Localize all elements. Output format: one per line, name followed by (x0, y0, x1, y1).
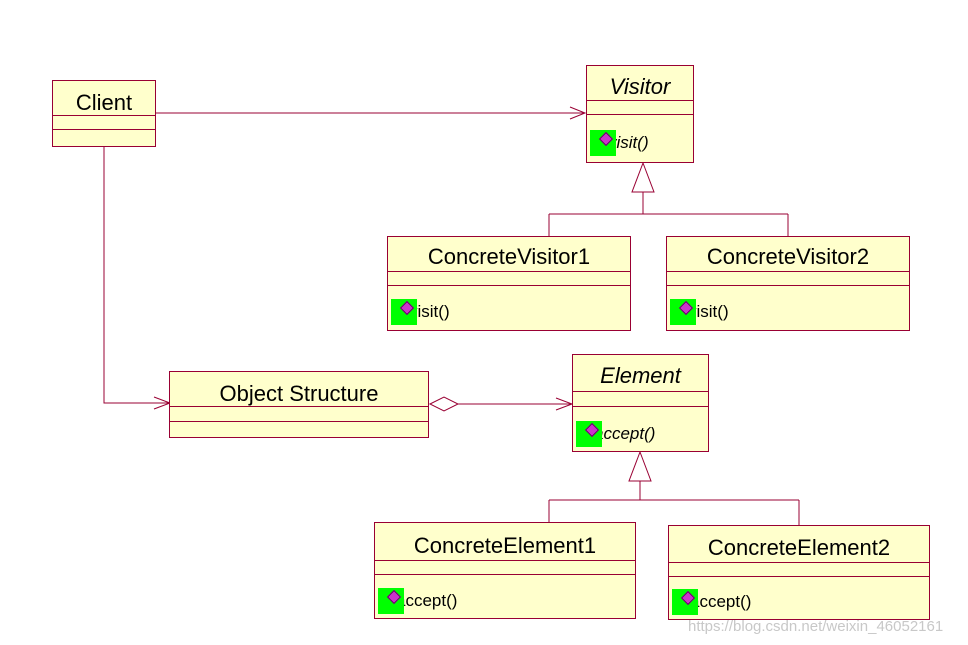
divider (667, 285, 909, 286)
concrete-visitor-2-class[interactable]: ConcreteVisitor2 visit() (666, 236, 910, 331)
divider (53, 129, 155, 130)
public-operation-icon (576, 421, 602, 447)
class-name: Element (600, 363, 681, 388)
client-class[interactable]: Client (52, 80, 156, 147)
concrete-element-1-class[interactable]: ConcreteElement1 accept() (374, 522, 636, 619)
public-operation-icon (672, 589, 698, 615)
operation-visit: visit() (670, 299, 729, 325)
divider (587, 114, 693, 115)
operation-label: visit() (608, 133, 649, 152)
operation-label: accept() (594, 424, 656, 443)
divider (669, 562, 929, 563)
divider (388, 271, 630, 272)
class-name: ConcreteVisitor1 (427, 244, 591, 269)
divider (53, 115, 155, 116)
operation-accept: accept() (378, 588, 457, 614)
operation-label: accept() (396, 591, 458, 610)
operation-label: accept() (690, 592, 752, 611)
generalization-triangle-visitor (631, 161, 655, 193)
public-operation-icon (391, 299, 417, 325)
divider (669, 576, 929, 577)
divider (170, 406, 428, 407)
public-operation-icon (590, 130, 616, 156)
operation-visit: visit() (590, 130, 649, 156)
association-arrowhead (569, 106, 587, 120)
watermark: https://blog.csdn.net/weixin_46052161 (688, 618, 944, 635)
operation-label: visit() (688, 302, 729, 321)
operation-label: visit() (409, 302, 450, 321)
public-operation-icon (670, 299, 696, 325)
divider (375, 574, 635, 575)
class-name: Client (75, 90, 133, 115)
concrete-element-2-class[interactable]: ConcreteElement2 accept() (668, 525, 930, 620)
divider (388, 285, 630, 286)
concrete-visitor-1-class[interactable]: ConcreteVisitor1 visit() (387, 236, 631, 331)
public-operation-icon (378, 588, 404, 614)
class-name: ConcreteElement1 (413, 533, 597, 558)
aggregation-diamond (428, 396, 460, 412)
visitor-class[interactable]: Visitor visit() (586, 65, 694, 163)
divider (587, 100, 693, 101)
generalization-triangle-element (628, 450, 652, 482)
class-name: ConcreteVisitor2 (706, 244, 870, 269)
object-structure-class[interactable]: Object Structure (169, 371, 429, 438)
class-name: Visitor (609, 74, 671, 99)
element-class[interactable]: Element accept() (572, 354, 709, 452)
divider (375, 560, 635, 561)
operation-accept: accept() (672, 589, 751, 615)
class-name: ConcreteElement2 (707, 535, 891, 560)
divider (170, 421, 428, 422)
operation-visit: visit() (391, 299, 450, 325)
class-name: Object Structure (219, 381, 379, 406)
operation-accept: accept() (576, 421, 655, 447)
divider (573, 391, 708, 392)
divider (667, 271, 909, 272)
client-objectstructure-association (103, 146, 170, 404)
divider (573, 406, 708, 407)
